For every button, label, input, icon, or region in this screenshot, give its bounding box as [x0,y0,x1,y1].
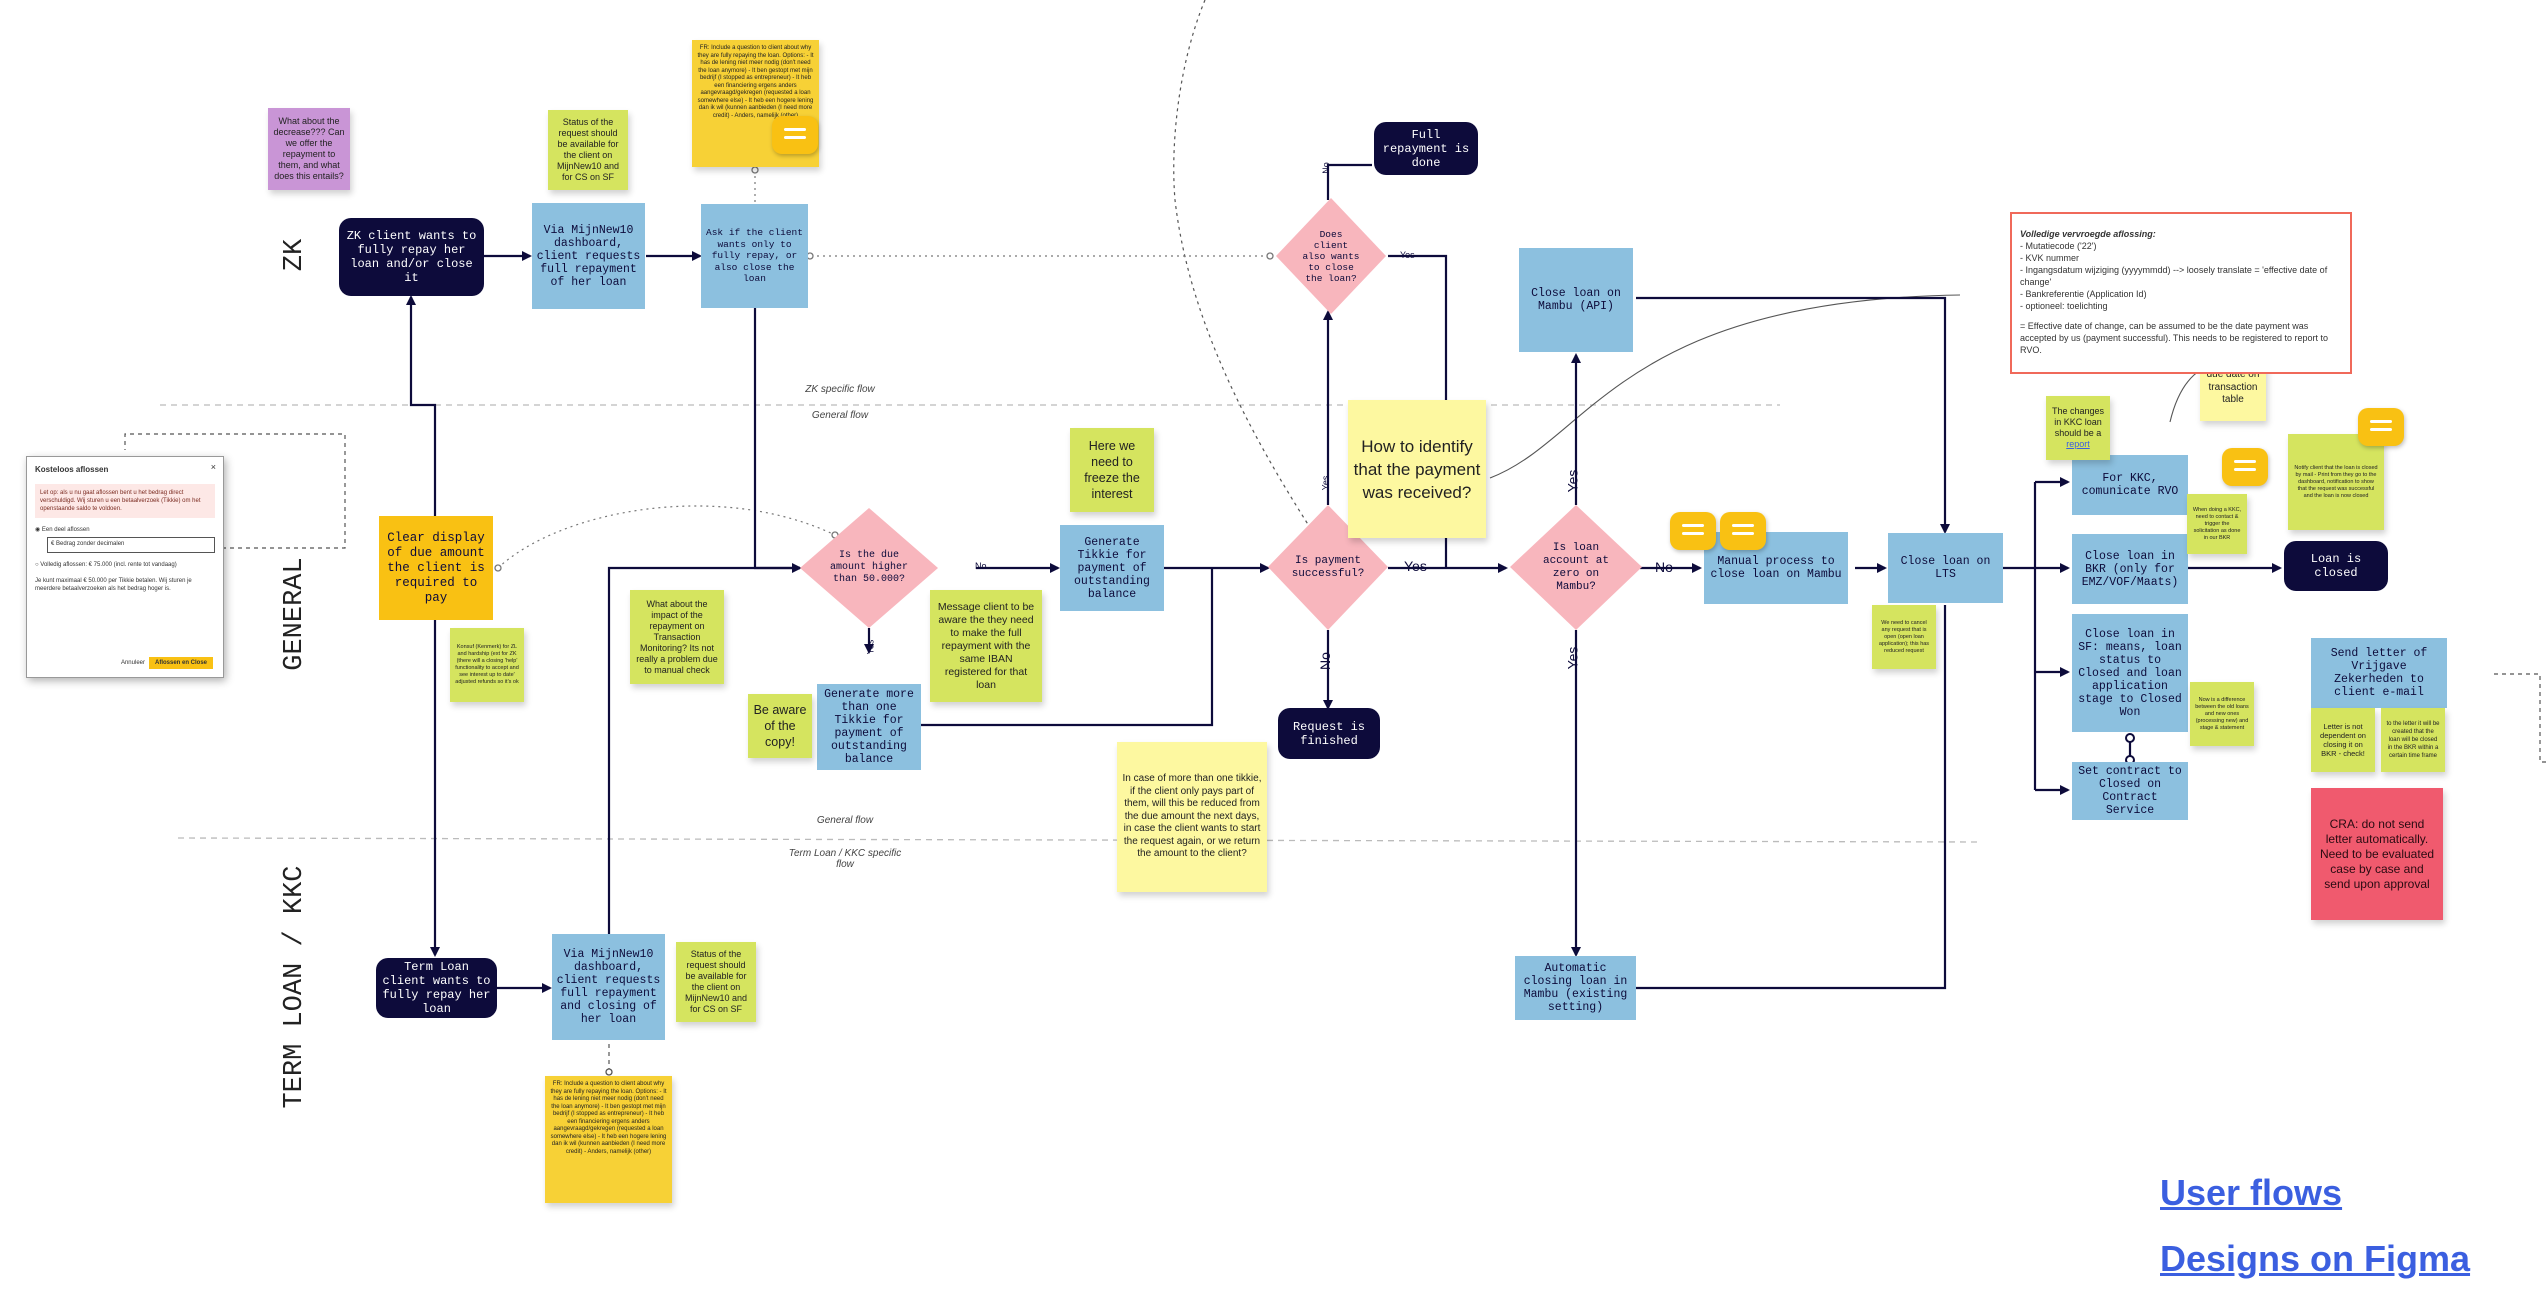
rvo-note-line: - optioneel: toelichting [2020,301,2108,311]
sticky-letter-sent[interactable]: to the letter it will be created that th… [2381,708,2445,772]
decision-label: Is the due amount higher than 50.000? [830,550,909,585]
sticky-status-term[interactable]: Status of the request should be availabl… [676,942,756,1022]
rvo-note-line: - KVK nummer [2020,253,2080,263]
edge-label-no-zero-right: No [1655,559,1673,575]
sticky-freeze-interest[interactable]: Here we need to freeze the interest [1070,428,1154,512]
sticky-message-client-iban[interactable]: Message client to be aware the they need… [930,590,1042,702]
flow-label-term-specific: Term Loan / KKC specific flow [788,848,902,870]
dialog-option-full[interactable]: ○ Volledig aflossen: € 75.000 (incl. ren… [35,562,177,568]
node-term-loan-client[interactable]: Term Loan client wants to fully repay he… [376,958,497,1018]
diamond-shape [1510,505,1642,630]
edge-label-no-due-higher: No [975,561,987,571]
dialog-body-text: Je kunt maximaal € 50.000 per Tikkie bet… [35,578,192,592]
diamond-shape [1276,198,1386,314]
designs-figma-link[interactable]: Designs on Figma [2160,1238,2471,1279]
rvo-requirements-note: Volledige vervroegde aflossing: - Mutati… [2010,212,2352,374]
sticky-when-kkc[interactable]: When doing a KKC, need to contact & trig… [2187,494,2247,554]
node-request-finished[interactable]: Request is finished [1278,708,1380,759]
node-close-loan-bkr[interactable]: Close loan in BKR (only for EMZ/VOF/Maat… [2072,534,2188,604]
comment-bubble-icon[interactable] [2222,448,2268,486]
diamond-shape [800,508,938,628]
comment-bubble-icon[interactable] [1720,512,1766,550]
rvo-note-line: - Bankreferentie (Application Id) [2020,289,2147,299]
edge-label-yes-due-higher: Yes [865,639,876,655]
dialog-option-partial-label: Een deel aflossen [41,527,90,533]
node-kkc-communicate-rvo[interactable]: For KKC, comunicate RVO [2072,455,2188,515]
edge-label-yes-payment-right: Yes [1404,558,1427,574]
rvo-note-title: Volledige vervroegde aflossing: [2020,229,2156,239]
decision-also-close-loan[interactable]: Does client also wants to close the loan… [1276,198,1386,314]
node-automatic-closing[interactable]: Automatic closing loan in Mambu (existin… [1515,956,1636,1020]
sticky-kkc-changes-text: The changes in KKC loan should be a [2051,406,2105,438]
rvo-note-line: - Mutatiecode ('22') [2020,241,2097,251]
node-set-contract-closed[interactable]: Set contract to Closed on Contract Servi… [2072,762,2188,820]
dialog-warning: Let op: als u nu gaat aflossen bent u he… [35,484,215,518]
node-clear-display-due[interactable]: Clear display of due amount the client i… [379,516,493,620]
sticky-which-is-difference[interactable]: Now is a difference between the old loan… [2190,682,2254,746]
node-send-letter[interactable]: Send letter of Vrijgave Zekerheden to cl… [2311,638,2447,708]
decision-label: Is payment successful? [1291,554,1365,580]
decision-label: Is loan account at zero on Mambu? [1542,541,1609,593]
close-icon[interactable]: × [210,462,216,472]
sticky-more-tikkie-question[interactable]: In case of more than one tikkie, if the … [1117,742,1267,892]
flow-label-general-bottom: General flow [816,815,874,826]
flow-label-general-top: General flow [811,410,869,421]
node-full-repayment-done[interactable]: Full repayment is done [1374,122,1478,175]
node-generate-more-tikkie[interactable]: Generate more than one Tikkie for paymen… [817,684,921,770]
flow-label-zk-specific: ZK specific flow [805,384,875,395]
dialog-option-partial[interactable]: ◉ Een deel aflossen [35,527,90,533]
dialog-title: Kosteloos aflossen [35,465,109,474]
sticky-impact-tm[interactable]: What about the impact of the repayment o… [630,590,724,684]
node-generate-tikkie[interactable]: Generate Tikkie for payment of outstandi… [1060,525,1164,611]
user-flows-link[interactable]: User flows [2160,1172,2343,1213]
sticky-fr-include-bottom[interactable]: FR: Include a question to client about w… [545,1076,672,1203]
node-via-mijnnew10-term[interactable]: Via MijnNew10 dashboard, client requests… [552,934,665,1040]
sticky-need-to-cancel[interactable]: We need to cancel any request that is op… [1872,605,1936,669]
lane-label-term-loan-kkc: TERM LOAN / KKC [280,865,310,1109]
node-close-loan-lts[interactable]: Close loan on LTS [1888,533,2003,603]
lane-label-general: GENERAL [280,557,310,671]
lane-label-zk: ZK [280,238,310,272]
decision-loan-zero-mambu[interactable]: Is loan account at zero on Mambu? [1510,505,1642,630]
node-close-loan-sf[interactable]: Close loan in SF: means, loan status to … [2072,614,2188,732]
edge-label-yes-also-close: Yes [1400,250,1415,260]
sticky-kkc-report-link[interactable]: report [2066,439,2090,449]
edge-label-no-also-close: No [1320,162,1331,174]
comment-bubble-icon[interactable] [2358,408,2404,446]
sticky-decrease-question[interactable]: What about the decrease??? Can we offer … [268,108,350,190]
node-ask-client-close[interactable]: Ask if the client wants only to fully re… [701,204,808,308]
node-zk-client[interactable]: ZK client wants to fully repay her loan … [339,218,484,296]
sticky-how-identify-payment[interactable]: How to identify that the payment was rec… [1348,400,1486,538]
edge-label-no-payment-down: No [1316,652,1333,670]
sticky-be-aware-copy[interactable]: Be aware of the copy! [748,694,812,758]
node-via-mijnnew10-zk[interactable]: Via MijnNew10 dashboard, client requests… [532,203,645,309]
rvo-note-line: - Ingangsdatum wijziging (yyyymmdd) --> … [2020,265,2328,287]
comment-bubble-icon[interactable] [772,116,818,154]
dialog-cancel-button[interactable]: Annuleer [120,660,145,666]
node-loan-is-closed[interactable]: Loan is closed [2284,541,2388,591]
sticky-clear-display-note[interactable]: Konsuf (Kenmerk) for ZL and hardship (ex… [450,628,524,702]
edge-label-yes-zero-bottom: Yes [1564,647,1580,670]
repayment-dialog-mockup: Kosteloos aflossen × Let op: als u nu ga… [26,456,224,678]
edge-label-yes-payment-up: Yes [1320,475,1331,491]
dialog-confirm-button[interactable]: Aflossen en Close [148,657,213,669]
dialog-option-full-label: Volledig aflossen: € 75.000 (incl. rente… [40,562,177,568]
sticky-letter-not-dependent[interactable]: Letter is not dependent on closing it on… [2311,708,2375,772]
dialog-amount-input[interactable]: € Bedrag zonder decimalen [47,537,215,553]
sticky-kkc-changes[interactable]: The changes in KKC loan should be a repo… [2046,396,2110,460]
node-close-loan-mambu-api[interactable]: Close loan on Mambu (API) [1519,248,1633,352]
edge-label-yes-zero-up: Yes [1564,469,1581,493]
decision-due-higher-50000[interactable]: Is the due amount higher than 50.000? [800,508,938,628]
sticky-cra-warning[interactable]: CRA: do not send letter automatically. N… [2311,788,2443,920]
rvo-note-line: = Effective date of change, can be assum… [2020,321,2328,355]
sticky-notify-client[interactable]: Notify client that the loan is closed by… [2288,434,2384,530]
edge-label-yes-zero-bottom-text: Yes [1564,646,1581,670]
sticky-status-zk[interactable]: Status of the request should be availabl… [548,110,628,190]
decision-label: Does client also wants to close the loan… [1302,228,1360,284]
comment-bubble-icon[interactable] [1670,512,1716,550]
